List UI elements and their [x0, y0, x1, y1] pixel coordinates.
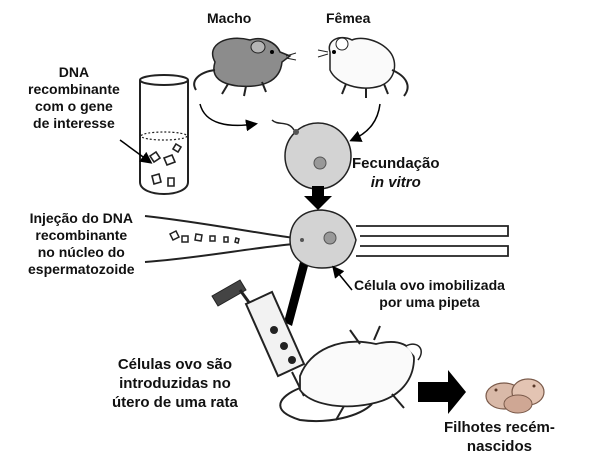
pregnant-rat-icon [279, 325, 422, 422]
baby-rats-icon [485, 378, 545, 414]
test-tube-icon [139, 74, 189, 195]
syringe-icon [211, 279, 306, 397]
female-to-egg-arrow [349, 103, 381, 142]
down-arrow [304, 186, 332, 210]
male-to-egg-arrow [199, 103, 258, 132]
injection-label: Injeção do DNA recombinante no núcleo do… [28, 210, 135, 277]
held-egg-icon [289, 209, 357, 269]
offspring-label: Filhotes recém- nascidos [444, 419, 555, 455]
female-label: Fêmea [326, 10, 371, 26]
fertilization-egg-icon [271, 119, 352, 190]
micropipette-icon [144, 215, 295, 263]
right-arrow [418, 370, 466, 414]
dna-label: DNA recombinante com o gene de interesse [28, 64, 120, 131]
dna-pointer-line [119, 139, 153, 164]
male-label: Macho [207, 10, 252, 26]
diagonal-arrow [284, 262, 308, 326]
holding-pipette-icon [356, 225, 509, 257]
female-rat-icon [317, 36, 409, 98]
male-rat-icon [193, 37, 297, 97]
implant-label: Células ovo são introduzidas no útero de… [112, 356, 238, 411]
fertilization-label: Fecundação in vitro [352, 155, 440, 191]
egg-cell-label: Célula ovo imobilizada por uma pipeta [354, 277, 505, 310]
egg-pointer-line [332, 265, 353, 291]
